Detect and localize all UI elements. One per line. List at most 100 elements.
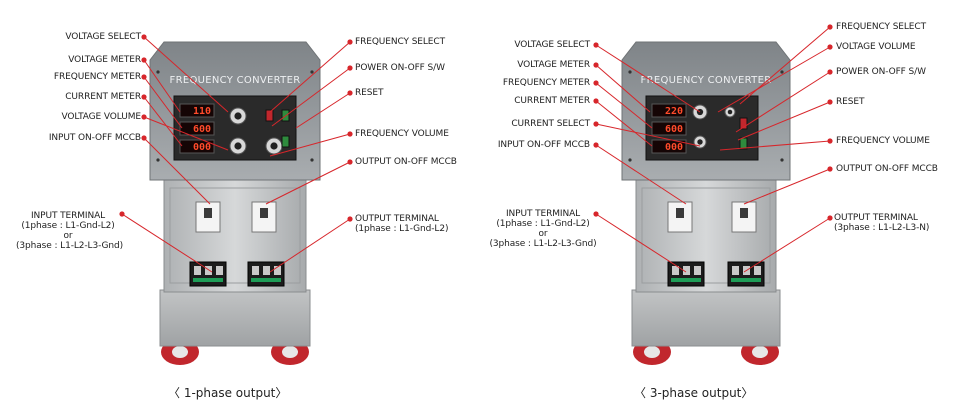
knob-center bbox=[234, 142, 242, 150]
callout-dot bbox=[593, 98, 599, 104]
panel-switch bbox=[739, 117, 748, 130]
callout-dot bbox=[827, 44, 833, 50]
callout-line bbox=[121, 213, 213, 273]
label-voltage-volume: VOLTAGE VOLUME bbox=[61, 112, 142, 122]
digital-meter bbox=[179, 139, 215, 154]
machine-1phase: FREQUENCY CONVERTER 110 600 000 bbox=[149, 41, 321, 365]
screw bbox=[628, 158, 632, 162]
terminal-screw bbox=[732, 266, 739, 275]
label-frequency-meter: FREQUENCY METER bbox=[53, 72, 141, 82]
caption-1phase: 〈 1-phase output〉 bbox=[168, 386, 288, 400]
label-frequency-volume: FREQUENCY VOLUME bbox=[355, 129, 449, 139]
cabinet-base bbox=[159, 289, 311, 347]
digital-meter bbox=[651, 103, 687, 118]
meter-reading: 000 bbox=[193, 142, 211, 153]
panel-switch bbox=[265, 109, 274, 122]
machine-title: FREQUENCY CONVERTER bbox=[641, 75, 772, 86]
terminal-screw bbox=[683, 266, 690, 275]
caster-hub bbox=[172, 346, 188, 358]
callout-dot bbox=[141, 94, 147, 100]
screw bbox=[156, 70, 160, 74]
callout-line bbox=[595, 100, 653, 147]
callout-dot bbox=[827, 99, 833, 105]
callout-dot bbox=[593, 142, 599, 148]
label-output-terminal-3p: OUTPUT TERMINAL (3phase : L1-L2-L3-N) bbox=[834, 213, 930, 233]
panel-switch bbox=[281, 135, 290, 148]
label-output-mccb-3p: OUTPUT ON-OFF MCCB bbox=[836, 164, 938, 174]
screw bbox=[780, 70, 784, 74]
callout-line bbox=[595, 213, 687, 273]
label-frequency-select-3p: FREQUENCY SELECT bbox=[836, 22, 926, 32]
terminal-screw bbox=[672, 266, 679, 275]
callout-line bbox=[743, 168, 831, 205]
caption-3phase: 〈 3-phase output〉 bbox=[634, 386, 754, 400]
digital-meter bbox=[179, 121, 215, 136]
callout-dot bbox=[593, 42, 599, 48]
callout-dot bbox=[347, 90, 353, 96]
callout-line bbox=[595, 82, 653, 129]
label-output-mccb: OUTPUT ON-OFF MCCB bbox=[355, 157, 457, 167]
knob-center bbox=[697, 139, 703, 145]
callout-line bbox=[737, 101, 831, 141]
screw bbox=[628, 70, 632, 74]
terminal-screw bbox=[274, 266, 281, 275]
callout-dot bbox=[827, 69, 833, 75]
callout-dot bbox=[141, 74, 147, 80]
label-frequency-select: FREQUENCY SELECT bbox=[355, 37, 445, 47]
screw bbox=[780, 158, 784, 162]
knob-center bbox=[270, 142, 278, 150]
knob-center bbox=[234, 112, 242, 120]
meter-reading: 600 bbox=[665, 124, 683, 135]
callout-line bbox=[143, 59, 181, 113]
screw bbox=[310, 70, 314, 74]
terminal-marker bbox=[671, 278, 701, 282]
terminal-screw bbox=[263, 266, 270, 275]
mccb-lever bbox=[260, 208, 268, 218]
callout-line bbox=[143, 96, 183, 147]
callout-line bbox=[143, 36, 229, 113]
callout-line bbox=[295, 92, 351, 129]
label-reset-3p: RESET bbox=[836, 97, 865, 107]
terminal-screw bbox=[194, 266, 201, 275]
callout-dot bbox=[593, 62, 599, 68]
callout-dot bbox=[347, 216, 353, 222]
label-input-mccb: INPUT ON-OFF MCCB bbox=[48, 133, 141, 143]
label-voltage-meter: VOLTAGE METER bbox=[68, 55, 141, 65]
label-output-terminal: OUTPUT TERMINAL (1phase : L1-Gnd-L2) bbox=[355, 214, 449, 234]
label-voltage-select: VOLTAGE SELECT bbox=[65, 32, 141, 42]
meter-reading: 110 bbox=[193, 106, 211, 117]
callout-dot bbox=[141, 57, 147, 63]
meter-reading: 220 bbox=[665, 106, 683, 117]
terminal-marker bbox=[193, 278, 223, 282]
cabinet-body bbox=[163, 179, 307, 293]
meter-reading: 600 bbox=[193, 124, 211, 135]
digital-meter bbox=[651, 139, 687, 154]
callout-dot bbox=[141, 135, 147, 141]
label-voltage-select-3p: VOLTAGE SELECT bbox=[514, 40, 590, 50]
mccb-lever bbox=[204, 208, 212, 218]
callout-line bbox=[595, 64, 651, 113]
meter-reading: 000 bbox=[665, 142, 683, 153]
label-current-select-3p: CURRENT SELECT bbox=[511, 119, 590, 129]
callout-line bbox=[143, 116, 229, 151]
screw bbox=[156, 158, 160, 162]
label-frequency-volume-3p: FREQUENCY VOLUME bbox=[836, 136, 930, 146]
mccb-lever bbox=[676, 208, 684, 218]
callout-dot bbox=[827, 24, 833, 30]
label-input-mccb-3p: INPUT ON-OFF MCCB bbox=[497, 140, 590, 150]
callout-lines bbox=[119, 24, 833, 273]
knob-center bbox=[727, 109, 733, 115]
cabinet-base bbox=[631, 289, 781, 347]
callout-dot bbox=[347, 39, 353, 45]
callout-line bbox=[143, 137, 211, 205]
label-power-switch: POWER ON-OFF S/W bbox=[355, 63, 445, 73]
digital-meter bbox=[179, 103, 215, 118]
label-current-meter: CURRENT METER bbox=[65, 92, 141, 102]
callout-line bbox=[595, 144, 687, 205]
machine-title: FREQUENCY CONVERTER bbox=[170, 75, 301, 86]
callout-line bbox=[269, 133, 351, 157]
label-frequency-meter-3p: FREQUENCY METER bbox=[502, 78, 590, 88]
callout-dot bbox=[593, 80, 599, 86]
